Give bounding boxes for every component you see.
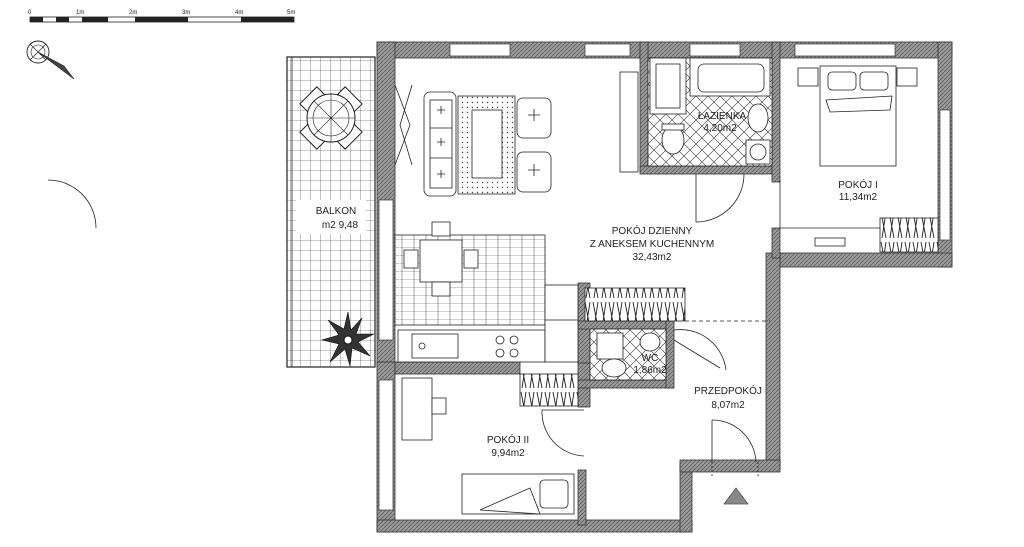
balcony: [286, 56, 384, 368]
label-lazienka-area: 4,20m2: [703, 123, 737, 134]
label-pokoj-1-name: POKÓJ I: [838, 178, 877, 191]
bedroom-2: [401, 377, 575, 515]
bedroom-1-door: [47, 179, 781, 229]
scale-label-1m: 1m: [76, 10, 84, 16]
label-balkon-name: BALKON: [316, 206, 357, 217]
room-labels: BALKON m2 9,48 POKÓJ DZIENNY Z ANEKSEM K…: [316, 111, 878, 459]
wc: [589, 328, 667, 381]
hall-wardrobe: [519, 287, 770, 407]
label-przedpokoj-name: PRZEDPOKÓJ: [694, 384, 762, 397]
label-pokoj-2-name: POKÓJ II: [487, 433, 529, 446]
bathroom: [647, 57, 773, 167]
windows: [378, 43, 951, 511]
label-lazienka-name: ŁAZIENKA: [698, 111, 747, 122]
scale-label-3m: 3m: [182, 10, 190, 16]
scale-label-2m: 2m: [129, 10, 137, 16]
tv-cabinet: [619, 71, 639, 173]
balcony-door: [394, 84, 413, 166]
label-pokoj-1-area: 11,34m2: [839, 192, 878, 203]
label-wc-name: WC: [642, 353, 659, 364]
bedroom-2-door: [541, 409, 585, 457]
scale-label-5m: 5m: [287, 10, 295, 16]
scale-label-0: 0: [28, 10, 32, 16]
bath-door: [695, 173, 745, 223]
plant-icon: [320, 311, 375, 367]
label-pokoj-dzienny-name: POKÓJ DZIENNY: [612, 224, 693, 237]
balcony-table-icon: [299, 86, 363, 150]
wc-door: [673, 329, 727, 371]
label-pokoj-2-area: 9,94m2: [491, 448, 525, 459]
dining-table: [394, 221, 546, 326]
label-wc-area: 1,86m2: [633, 365, 667, 376]
label-pokoj-dzienny-name2: Z ANEKSEM KUCHENNYM: [590, 239, 714, 250]
label-balkon-area: m2 9,48: [322, 220, 359, 231]
kitchen-counter: [397, 284, 579, 363]
scale-bar: 0 1m 2m 3m 4m 5m: [28, 10, 295, 23]
label-pokoj-dzienny-area: 32,43m2: [633, 252, 672, 263]
bedroom-1: [780, 65, 939, 253]
label-przedpokoj-area: 8,07m2: [711, 400, 745, 411]
scale-label-4m: 4m: [235, 10, 243, 16]
sofa-set: [423, 91, 552, 197]
entrance-door: [711, 419, 759, 478]
compass-icon: [26, 40, 75, 80]
entrance-arrow-icon: [723, 487, 749, 505]
